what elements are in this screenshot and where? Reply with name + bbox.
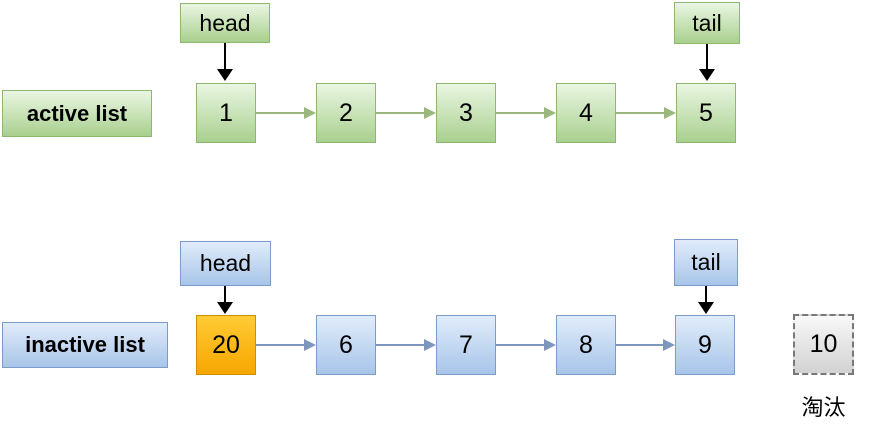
inactive-head-arrow-icon	[217, 286, 233, 314]
next-arrow-icon	[256, 338, 316, 352]
active-list-label: active list	[2, 90, 152, 137]
active-node-1: 1	[196, 83, 256, 143]
active-tail-box: tail	[674, 2, 740, 44]
active-head-arrow-icon	[217, 43, 233, 81]
next-arrow-icon	[616, 106, 676, 120]
inactive-node-8: 8	[556, 315, 616, 375]
active-node-2: 2	[316, 83, 376, 143]
next-arrow-icon	[376, 338, 436, 352]
active-tail-label: tail	[692, 9, 722, 36]
inactive-node-20-highlighted: 20	[196, 315, 256, 375]
inactive-head-box: head	[180, 241, 271, 286]
active-node-3: 3	[436, 83, 496, 143]
next-arrow-icon	[496, 338, 556, 352]
next-arrow-icon	[376, 106, 436, 120]
inactive-tail-arrow-icon	[698, 286, 714, 314]
next-arrow-icon	[616, 338, 675, 352]
active-node-4: 4	[556, 83, 616, 143]
inactive-list-label: inactive list	[2, 322, 168, 368]
active-node-5: 5	[676, 83, 736, 143]
inactive-head-label: head	[199, 250, 252, 276]
inactive-tail-label: tail	[691, 249, 721, 275]
inactive-node-9: 9	[675, 315, 735, 375]
inactive-node-6: 6	[316, 315, 376, 375]
active-head-label: head	[199, 9, 251, 36]
next-arrow-icon	[256, 106, 316, 120]
active-head-box: head	[180, 3, 270, 43]
inactive-tail-box: tail	[674, 239, 738, 286]
active-tail-arrow-icon	[699, 44, 715, 81]
inactive-node-7: 7	[436, 315, 496, 375]
next-arrow-icon	[496, 106, 556, 120]
evicted-node-10: 10	[793, 314, 854, 375]
evicted-caption: 淘汰	[801, 395, 846, 420]
